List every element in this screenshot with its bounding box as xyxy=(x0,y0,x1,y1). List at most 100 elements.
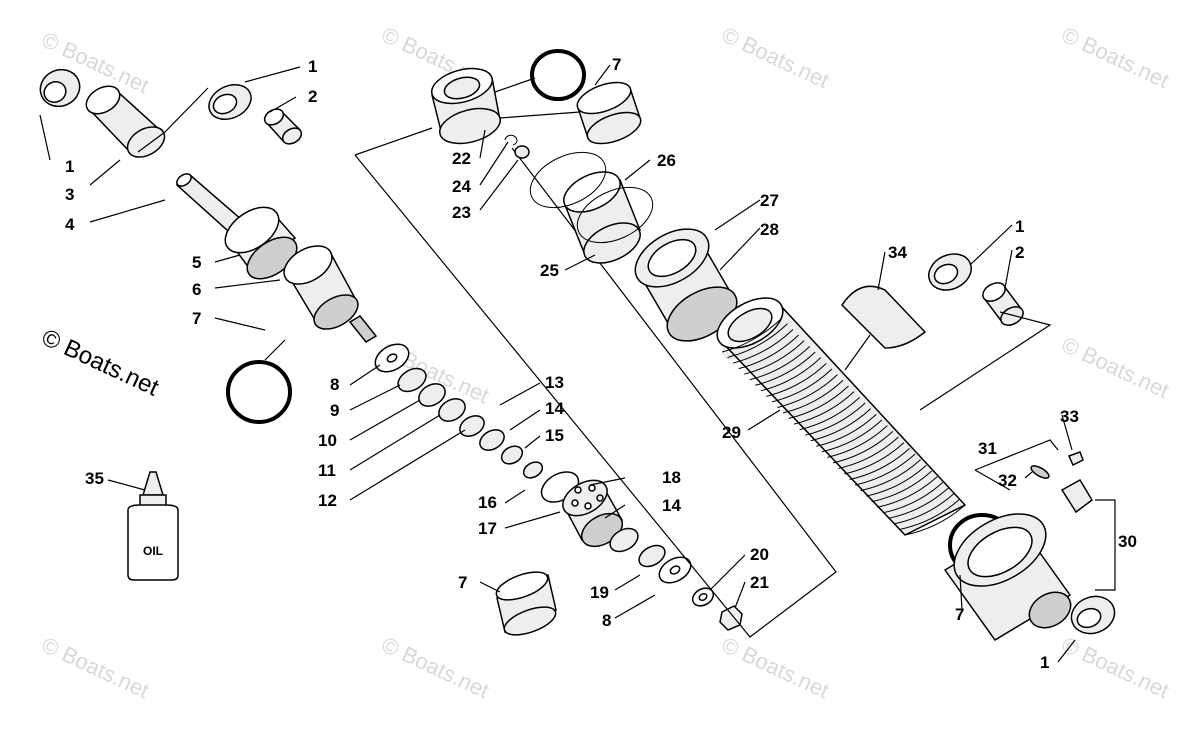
piston-part-18 xyxy=(562,479,624,548)
leader-lines xyxy=(39,64,1076,663)
thread-line xyxy=(866,464,927,497)
thread-line xyxy=(744,340,805,375)
thread-line xyxy=(854,453,916,486)
spacer-part-2-top xyxy=(263,108,303,145)
thread-line xyxy=(771,368,833,403)
bushing-part-1-bottom xyxy=(1070,595,1116,635)
callout-33: 33 xyxy=(1060,407,1079,426)
ring-part-25-a xyxy=(529,151,607,209)
band-part-7-bottom xyxy=(495,571,557,636)
body-threads xyxy=(721,317,966,536)
bushing-part-1-right xyxy=(928,253,972,291)
callout-8: 8 xyxy=(330,375,339,394)
thread-line xyxy=(816,413,877,447)
seal-part-32 xyxy=(1030,465,1050,479)
callout-34: 34 xyxy=(888,243,907,262)
callout-4: 4 xyxy=(65,215,75,234)
thread-line xyxy=(877,476,938,508)
thread-line xyxy=(738,334,799,370)
thread-line xyxy=(904,504,966,536)
callout-2: 2 xyxy=(1015,243,1024,262)
thread-line xyxy=(793,391,855,425)
callout-10: 10 xyxy=(318,431,337,450)
callout-3: 3 xyxy=(65,185,74,204)
thread-line xyxy=(882,481,944,514)
callout-17: 17 xyxy=(478,519,497,538)
oil-bottle-part-35: OIL xyxy=(127,471,179,581)
fitting-part-30 xyxy=(1060,478,1093,514)
o-ring-part-7-left xyxy=(226,360,292,424)
thread-line xyxy=(827,425,888,458)
ring-part-25-b xyxy=(576,186,654,244)
top-left-parts xyxy=(39,68,378,424)
callout-7: 7 xyxy=(192,309,201,328)
callout-25: 25 xyxy=(540,261,559,280)
callout-5: 5 xyxy=(192,253,201,272)
callout-31: 31 xyxy=(978,439,997,458)
callout-7: 7 xyxy=(612,55,621,74)
thread-line xyxy=(788,385,849,420)
thread-line xyxy=(777,374,838,408)
callout-23: 23 xyxy=(452,203,471,222)
thread-line xyxy=(782,379,844,414)
callout-20: 20 xyxy=(750,545,769,564)
spacer-part-2-right xyxy=(982,282,1024,326)
sleeve-part-3 xyxy=(85,85,166,158)
nut-part-21 xyxy=(719,605,743,631)
oil-label: OIL xyxy=(143,544,163,558)
callout-1: 1 xyxy=(65,157,74,176)
callout-16: 16 xyxy=(478,493,497,512)
callouts: 1 2 1 3 4 5 6 7 8 9 10 11 12 13 14 15 16… xyxy=(65,55,1137,672)
collar-part-27-28 xyxy=(634,228,738,342)
callout-14: 14 xyxy=(545,399,564,418)
thread-line xyxy=(821,419,883,453)
right-parts xyxy=(634,228,1116,641)
callout-32: 32 xyxy=(998,471,1017,490)
callout-1: 1 xyxy=(1040,653,1049,672)
callout-26: 26 xyxy=(657,151,676,170)
callout-27: 27 xyxy=(760,191,779,210)
callout-35: 35 xyxy=(85,469,104,488)
callout-18: 18 xyxy=(662,468,681,487)
bladder-part-26 xyxy=(563,171,641,264)
thread-line xyxy=(799,396,860,431)
watermark: © Boats.net xyxy=(38,632,153,703)
thread-line xyxy=(893,493,955,525)
shield-part-34 xyxy=(841,285,927,349)
thread-line xyxy=(760,357,822,392)
thread-line xyxy=(899,498,960,530)
cap-part-5 xyxy=(224,206,298,280)
thread-line xyxy=(755,351,816,386)
shim-stack xyxy=(374,343,743,636)
bushing-part-1-left xyxy=(39,68,81,108)
thread-line xyxy=(721,317,783,353)
callout-30: 30 xyxy=(1118,532,1137,551)
thread-line xyxy=(832,430,894,464)
callout-24: 24 xyxy=(452,177,471,196)
thread-line xyxy=(843,442,905,475)
piston-part-6 xyxy=(283,245,378,343)
thread-line xyxy=(749,345,811,381)
callout-1: 1 xyxy=(1015,217,1024,236)
callout-6: 6 xyxy=(192,280,201,299)
copyright-label: © Boats.net xyxy=(37,324,163,402)
callout-9: 9 xyxy=(330,401,339,420)
valve-part-23 xyxy=(514,145,530,159)
thread-line xyxy=(805,402,866,436)
watermark: © Boats.net xyxy=(1058,22,1173,93)
callout-1: 1 xyxy=(308,57,317,76)
watermark: © Boats.net xyxy=(718,632,833,703)
callout-7: 7 xyxy=(955,605,964,624)
watermark: © Boats.net xyxy=(1058,632,1173,703)
callout-8: 8 xyxy=(602,611,611,630)
o-ring-part-7-top xyxy=(530,49,586,101)
callout-19: 19 xyxy=(590,583,609,602)
thread-line xyxy=(849,447,910,481)
clip-part-24 xyxy=(504,134,518,146)
callout-29: 29 xyxy=(722,423,741,442)
callout-11: 11 xyxy=(318,461,336,480)
band-part-7-top xyxy=(576,81,642,145)
thread-line xyxy=(838,436,899,469)
callout-13: 13 xyxy=(545,373,564,392)
